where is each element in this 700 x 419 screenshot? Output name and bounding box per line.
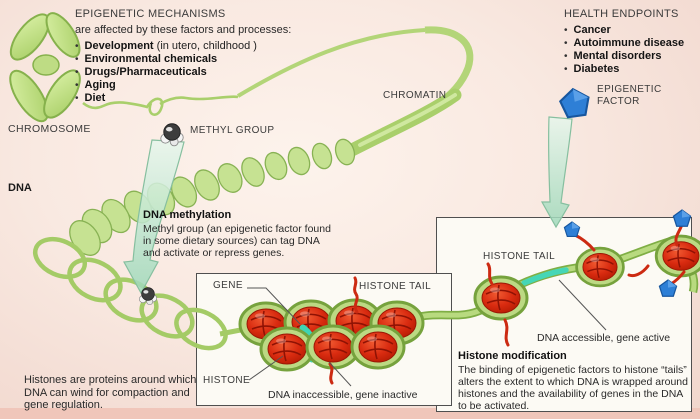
- histone-tail-label-inactive: HISTONE TAIL: [359, 281, 432, 292]
- histone-modification-body: The binding of epigenetic factors to his…: [458, 364, 688, 412]
- chromosome-label: CHROMOSOME: [8, 123, 91, 135]
- histone-tail-label-active: HISTONE TAIL: [483, 251, 556, 262]
- histone-label: HISTONE: [203, 375, 251, 386]
- bottom-strip: [0, 408, 700, 419]
- histone-modification-title: Histone modification: [458, 350, 567, 362]
- bullet-icon: •: [564, 25, 568, 36]
- bullet-icon: •: [75, 67, 79, 79]
- mechanisms-subtitle: are affected by these factors and proces…: [75, 24, 292, 36]
- methyl-group-label: METHYL GROUP: [190, 125, 275, 136]
- epigenetic-factor-arrow: [540, 116, 573, 229]
- bullet-icon: •: [75, 80, 79, 92]
- mechanism-item: •Diet: [75, 92, 106, 105]
- epigenetic-mechanisms-block: EPIGENETIC MECHANISMS are affected by th…: [75, 8, 355, 105]
- endpoints-title: HEALTH ENDPOINTS: [564, 8, 679, 20]
- methyl-molecule-icon: [160, 123, 184, 147]
- endpoint-item: •Diabetes: [564, 63, 620, 75]
- active-caption: DNA accessible, gene active: [537, 332, 671, 344]
- bullet-icon: •: [75, 93, 79, 105]
- bullet-icon: •: [564, 51, 568, 62]
- dna-methylation-title: DNA methylation: [143, 209, 232, 221]
- bullet-icon: •: [75, 41, 79, 53]
- mechanism-item: •Aging: [75, 79, 116, 92]
- health-endpoints-block: HEALTH ENDPOINTS •Cancer •Autoimmune dis…: [564, 8, 699, 76]
- mechanism-item: •Drugs/Pharmaceuticals: [75, 66, 207, 79]
- histones-note: Histones are proteins around which DNA c…: [24, 374, 197, 412]
- epigenetic-factor-pentagon-icon-large: [557, 86, 592, 120]
- bullet-icon: •: [75, 54, 79, 66]
- mechanism-item: •Development (in utero, childhood ): [75, 40, 257, 53]
- nucleosome-detail-panel: [196, 273, 452, 406]
- endpoint-item: •Mental disorders: [564, 50, 662, 62]
- chromatin-label: CHROMATIN: [383, 90, 447, 101]
- bullet-icon: •: [564, 38, 568, 49]
- dna-methylation-body: Methyl group (an epigenetic factor found…: [143, 223, 331, 260]
- dna-methylation-block: DNA methylation Methyl group (an epigene…: [143, 209, 339, 260]
- inactive-caption: DNA inaccessible, gene inactive: [268, 389, 418, 401]
- mechanisms-title: EPIGENETIC MECHANISMS: [75, 8, 226, 20]
- endpoint-item: •Cancer: [564, 24, 611, 36]
- dna-label: DNA: [8, 182, 32, 194]
- endpoint-item: •Autoimmune disease: [564, 37, 685, 49]
- bullet-icon: •: [564, 64, 568, 75]
- mechanism-item: •Environmental chemicals: [75, 53, 218, 66]
- gene-label: GENE: [213, 280, 243, 291]
- methyl-tag-on-dna-icon: [138, 287, 158, 306]
- epigenetic-factor-label: EPIGENETIC FACTOR: [597, 84, 662, 107]
- histone-modification-block: Histone modification The binding of epig…: [458, 350, 688, 412]
